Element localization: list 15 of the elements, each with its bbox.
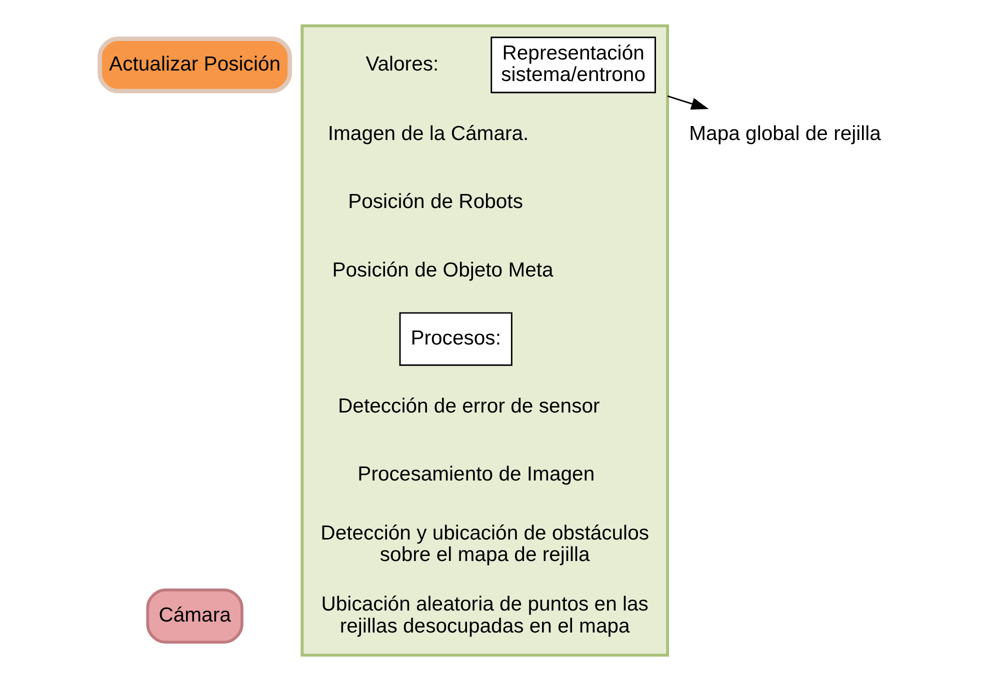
arrow xyxy=(666,95,708,110)
node-box: Actualizar Posición xyxy=(97,36,292,94)
label: Procesamiento de Imagen xyxy=(357,464,594,486)
node-box: Procesos: xyxy=(398,312,512,366)
node-box: Representación sistema/entrono xyxy=(490,36,656,94)
label: Detección y ubicación de obstáculos sobre el mapa de rejilla xyxy=(320,522,649,566)
node-box: Cámara xyxy=(146,588,243,644)
label: Valores: xyxy=(365,53,438,76)
cluster xyxy=(300,24,669,657)
label: Posición de Objeto Meta xyxy=(332,259,553,282)
label: Posición de Robots xyxy=(348,191,522,214)
label: Imagen de la Cámara. xyxy=(327,122,528,145)
label: Ubicación aleatoria de puntos en las rejillas desocupadas en el mapa xyxy=(320,594,648,638)
node-text: Mapa global de rejilla xyxy=(688,122,880,145)
label: Detección de error de sensor xyxy=(338,396,600,418)
